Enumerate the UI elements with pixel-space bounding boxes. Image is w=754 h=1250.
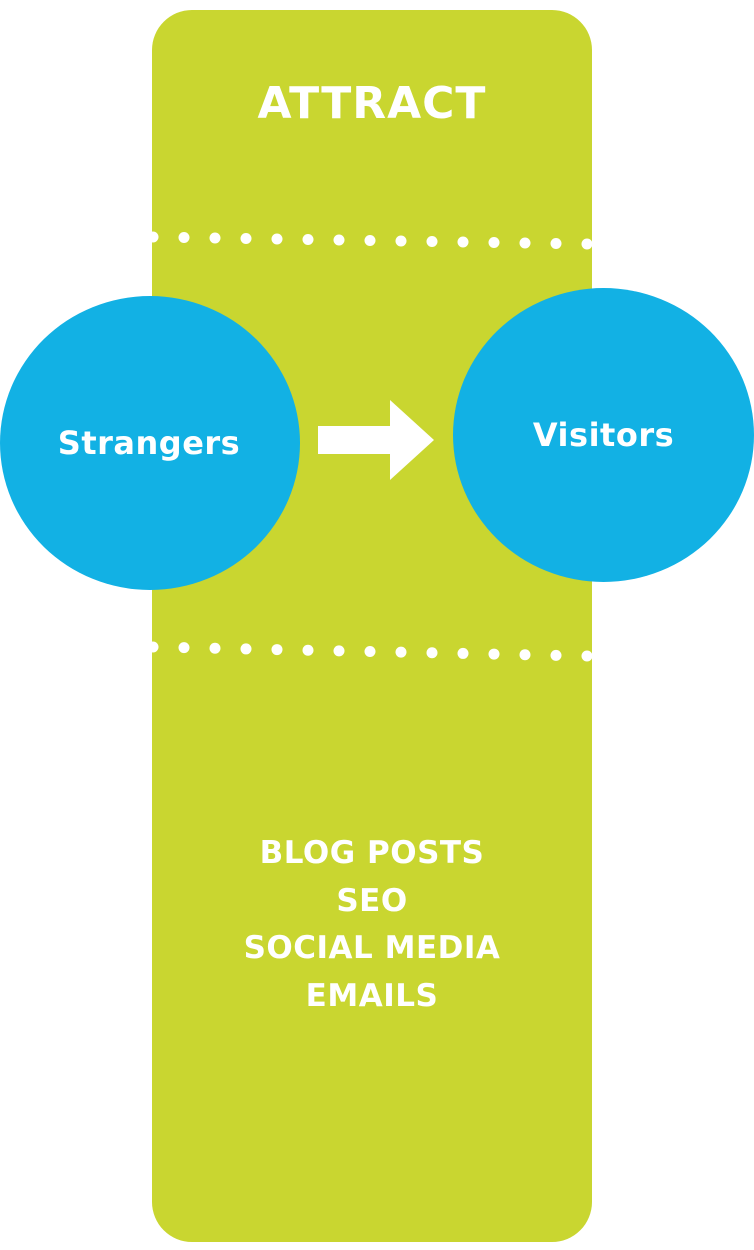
dotted-separator-top <box>147 231 593 250</box>
separator-dot <box>550 238 562 249</box>
separator-dot <box>519 649 531 661</box>
separator-dot <box>209 232 221 244</box>
tactics-list: BLOG POSTS SEO SOCIAL MEDIA EMAILS <box>152 830 592 1020</box>
separator-dot <box>302 234 314 245</box>
separator-dot <box>488 648 500 660</box>
separator-dot <box>178 232 190 243</box>
separator-dot <box>178 642 190 654</box>
separator-dot <box>240 233 252 244</box>
separator-dot <box>271 644 283 656</box>
separator-dot <box>271 233 283 245</box>
tactic-item: SOCIAL MEDIA <box>243 930 501 966</box>
separator-dot <box>581 650 593 662</box>
separator-dot <box>426 647 438 659</box>
separator-dot <box>519 237 531 249</box>
separator-dot <box>457 236 469 248</box>
separator-dot <box>550 649 562 661</box>
separator-dot <box>488 237 500 248</box>
separator-dot <box>302 644 314 656</box>
visitors-circle: Visitors <box>453 288 754 582</box>
dotted-separator-bottom <box>147 641 593 662</box>
attract-column <box>152 10 592 1242</box>
separator-dot <box>395 646 407 658</box>
tactic-item: EMAILS <box>305 977 439 1014</box>
separator-dot <box>426 236 438 247</box>
separator-dot <box>240 643 252 655</box>
separator-dot <box>147 231 159 243</box>
separator-dot <box>457 647 469 659</box>
visitors-label: Visitors <box>532 416 675 454</box>
strangers-circle: Strangers <box>0 296 300 590</box>
separator-dot <box>209 642 221 654</box>
separator-dot <box>395 235 407 247</box>
tactic-item: SEO <box>336 882 408 919</box>
strangers-label: Strangers <box>57 424 241 462</box>
stage-title: ATTRACT <box>257 78 487 129</box>
separator-dot <box>581 238 593 250</box>
separator-dot <box>333 234 345 246</box>
separator-dot <box>364 646 376 657</box>
separator-dot <box>333 645 345 657</box>
separator-dot <box>364 235 376 246</box>
arrow-right-icon <box>318 400 434 480</box>
tactic-item: BLOG POSTS <box>259 835 485 871</box>
separator-dot <box>147 641 159 653</box>
